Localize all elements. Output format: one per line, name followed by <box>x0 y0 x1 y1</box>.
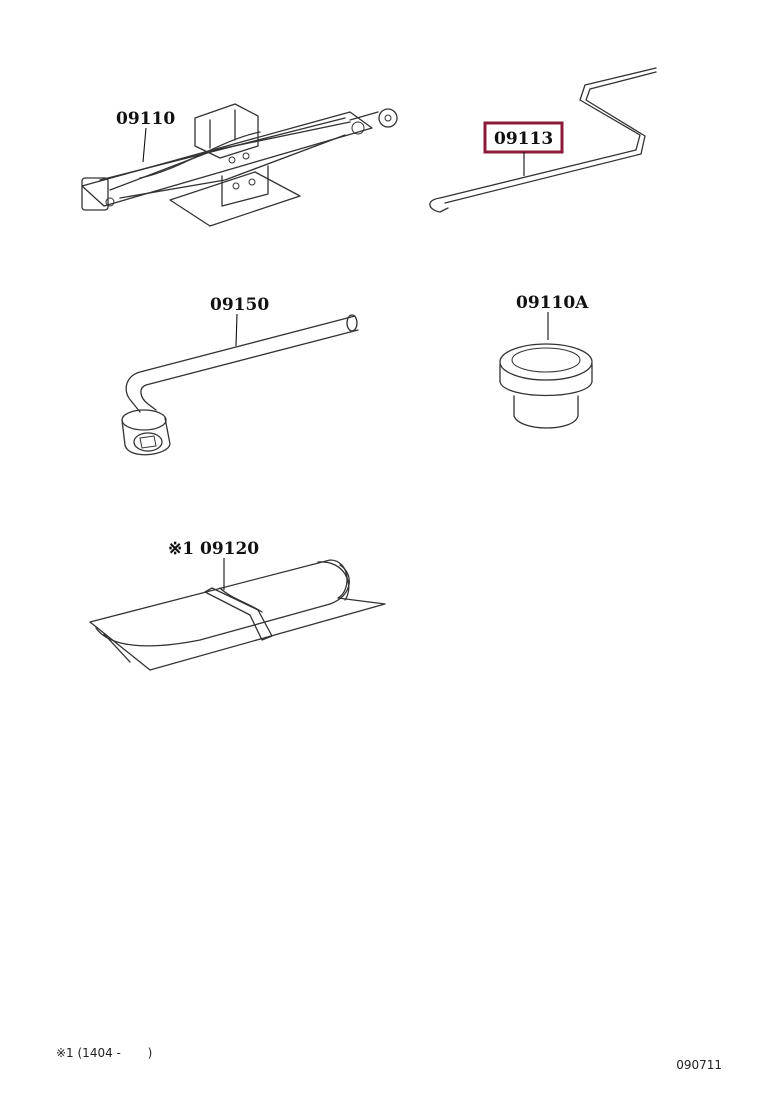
jack-handle-drawing[interactable] <box>429 67 657 213</box>
jack-part-label[interactable]: 09110 <box>116 109 175 129</box>
scissor-jack-drawing[interactable] <box>81 103 398 227</box>
wheel-wrench-drawing[interactable] <box>121 314 359 456</box>
tool-bag-drawing[interactable] <box>89 559 386 671</box>
plug-part-label[interactable]: 09110A <box>516 293 589 313</box>
wrench-leader-line <box>235 313 238 347</box>
drawing-number: 090711 <box>676 1058 722 1072</box>
footnote: ※1 (1404 - ) <box>56 1046 153 1060</box>
wrench-part-label[interactable]: 09150 <box>210 295 269 315</box>
plug-drawing[interactable] <box>499 343 593 429</box>
jack-leader-line <box>142 127 147 163</box>
jack-handle-part-label[interactable]: 09113 <box>494 129 553 149</box>
tool-bag-part-label[interactable]: ※1 09120 <box>168 539 259 559</box>
